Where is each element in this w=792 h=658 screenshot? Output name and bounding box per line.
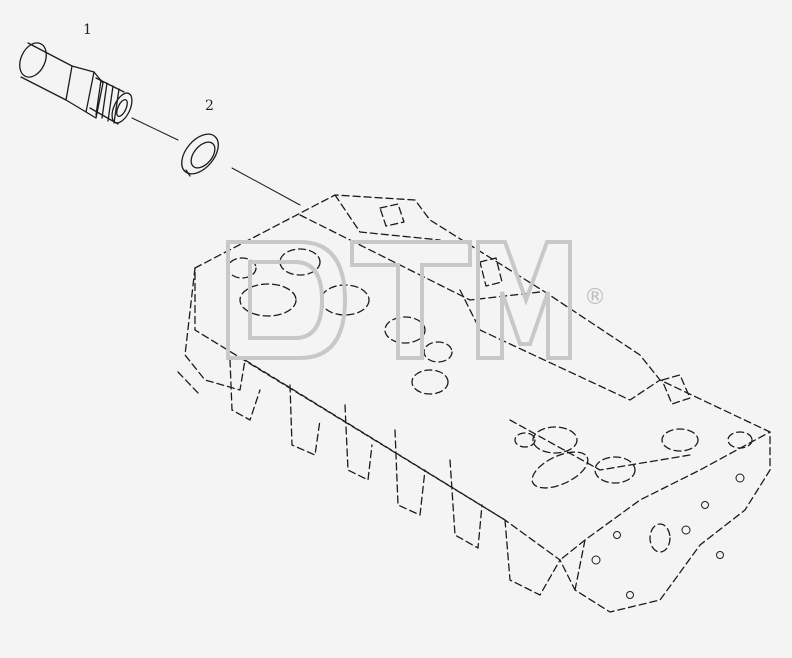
registered-mark: ® (584, 285, 606, 310)
cylinder-head-outline (177, 194, 771, 613)
end-face-bolt-holes (591, 473, 745, 599)
part-1-threaded-fitting (19, 42, 133, 125)
assembly-axis-line (131, 117, 301, 206)
callout-label-2: 2 (205, 98, 214, 114)
dtm-watermark (226, 240, 572, 360)
callout-label-1: 1 (83, 22, 92, 38)
part-2-sealing-washer (181, 133, 219, 177)
